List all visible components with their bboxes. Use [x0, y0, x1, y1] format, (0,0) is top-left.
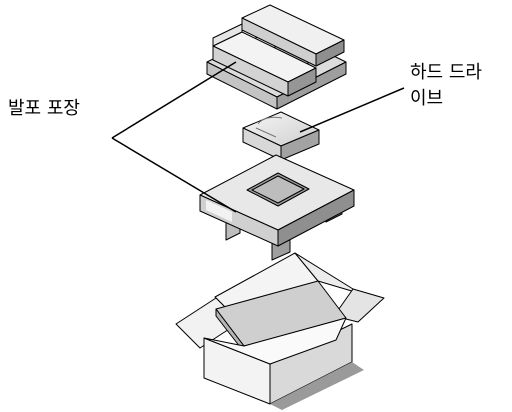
foam-bottom-leader-line: [111, 137, 237, 213]
top-foam-insert: [206, 4, 347, 110]
foam-packing-label: 발포 포장: [8, 98, 80, 119]
callout-lines: [111, 61, 405, 213]
hard-drive-label-line1: 하드 드라: [410, 62, 482, 83]
bottom-foam-insert: [199, 154, 355, 261]
hard-drive-device: [242, 111, 320, 161]
foam-top-leader-line: [111, 61, 237, 139]
cardboard-box: [175, 252, 385, 410]
hard-drive-label-line2: 이브: [410, 88, 444, 109]
hard-drive-leader-line: [299, 87, 405, 133]
